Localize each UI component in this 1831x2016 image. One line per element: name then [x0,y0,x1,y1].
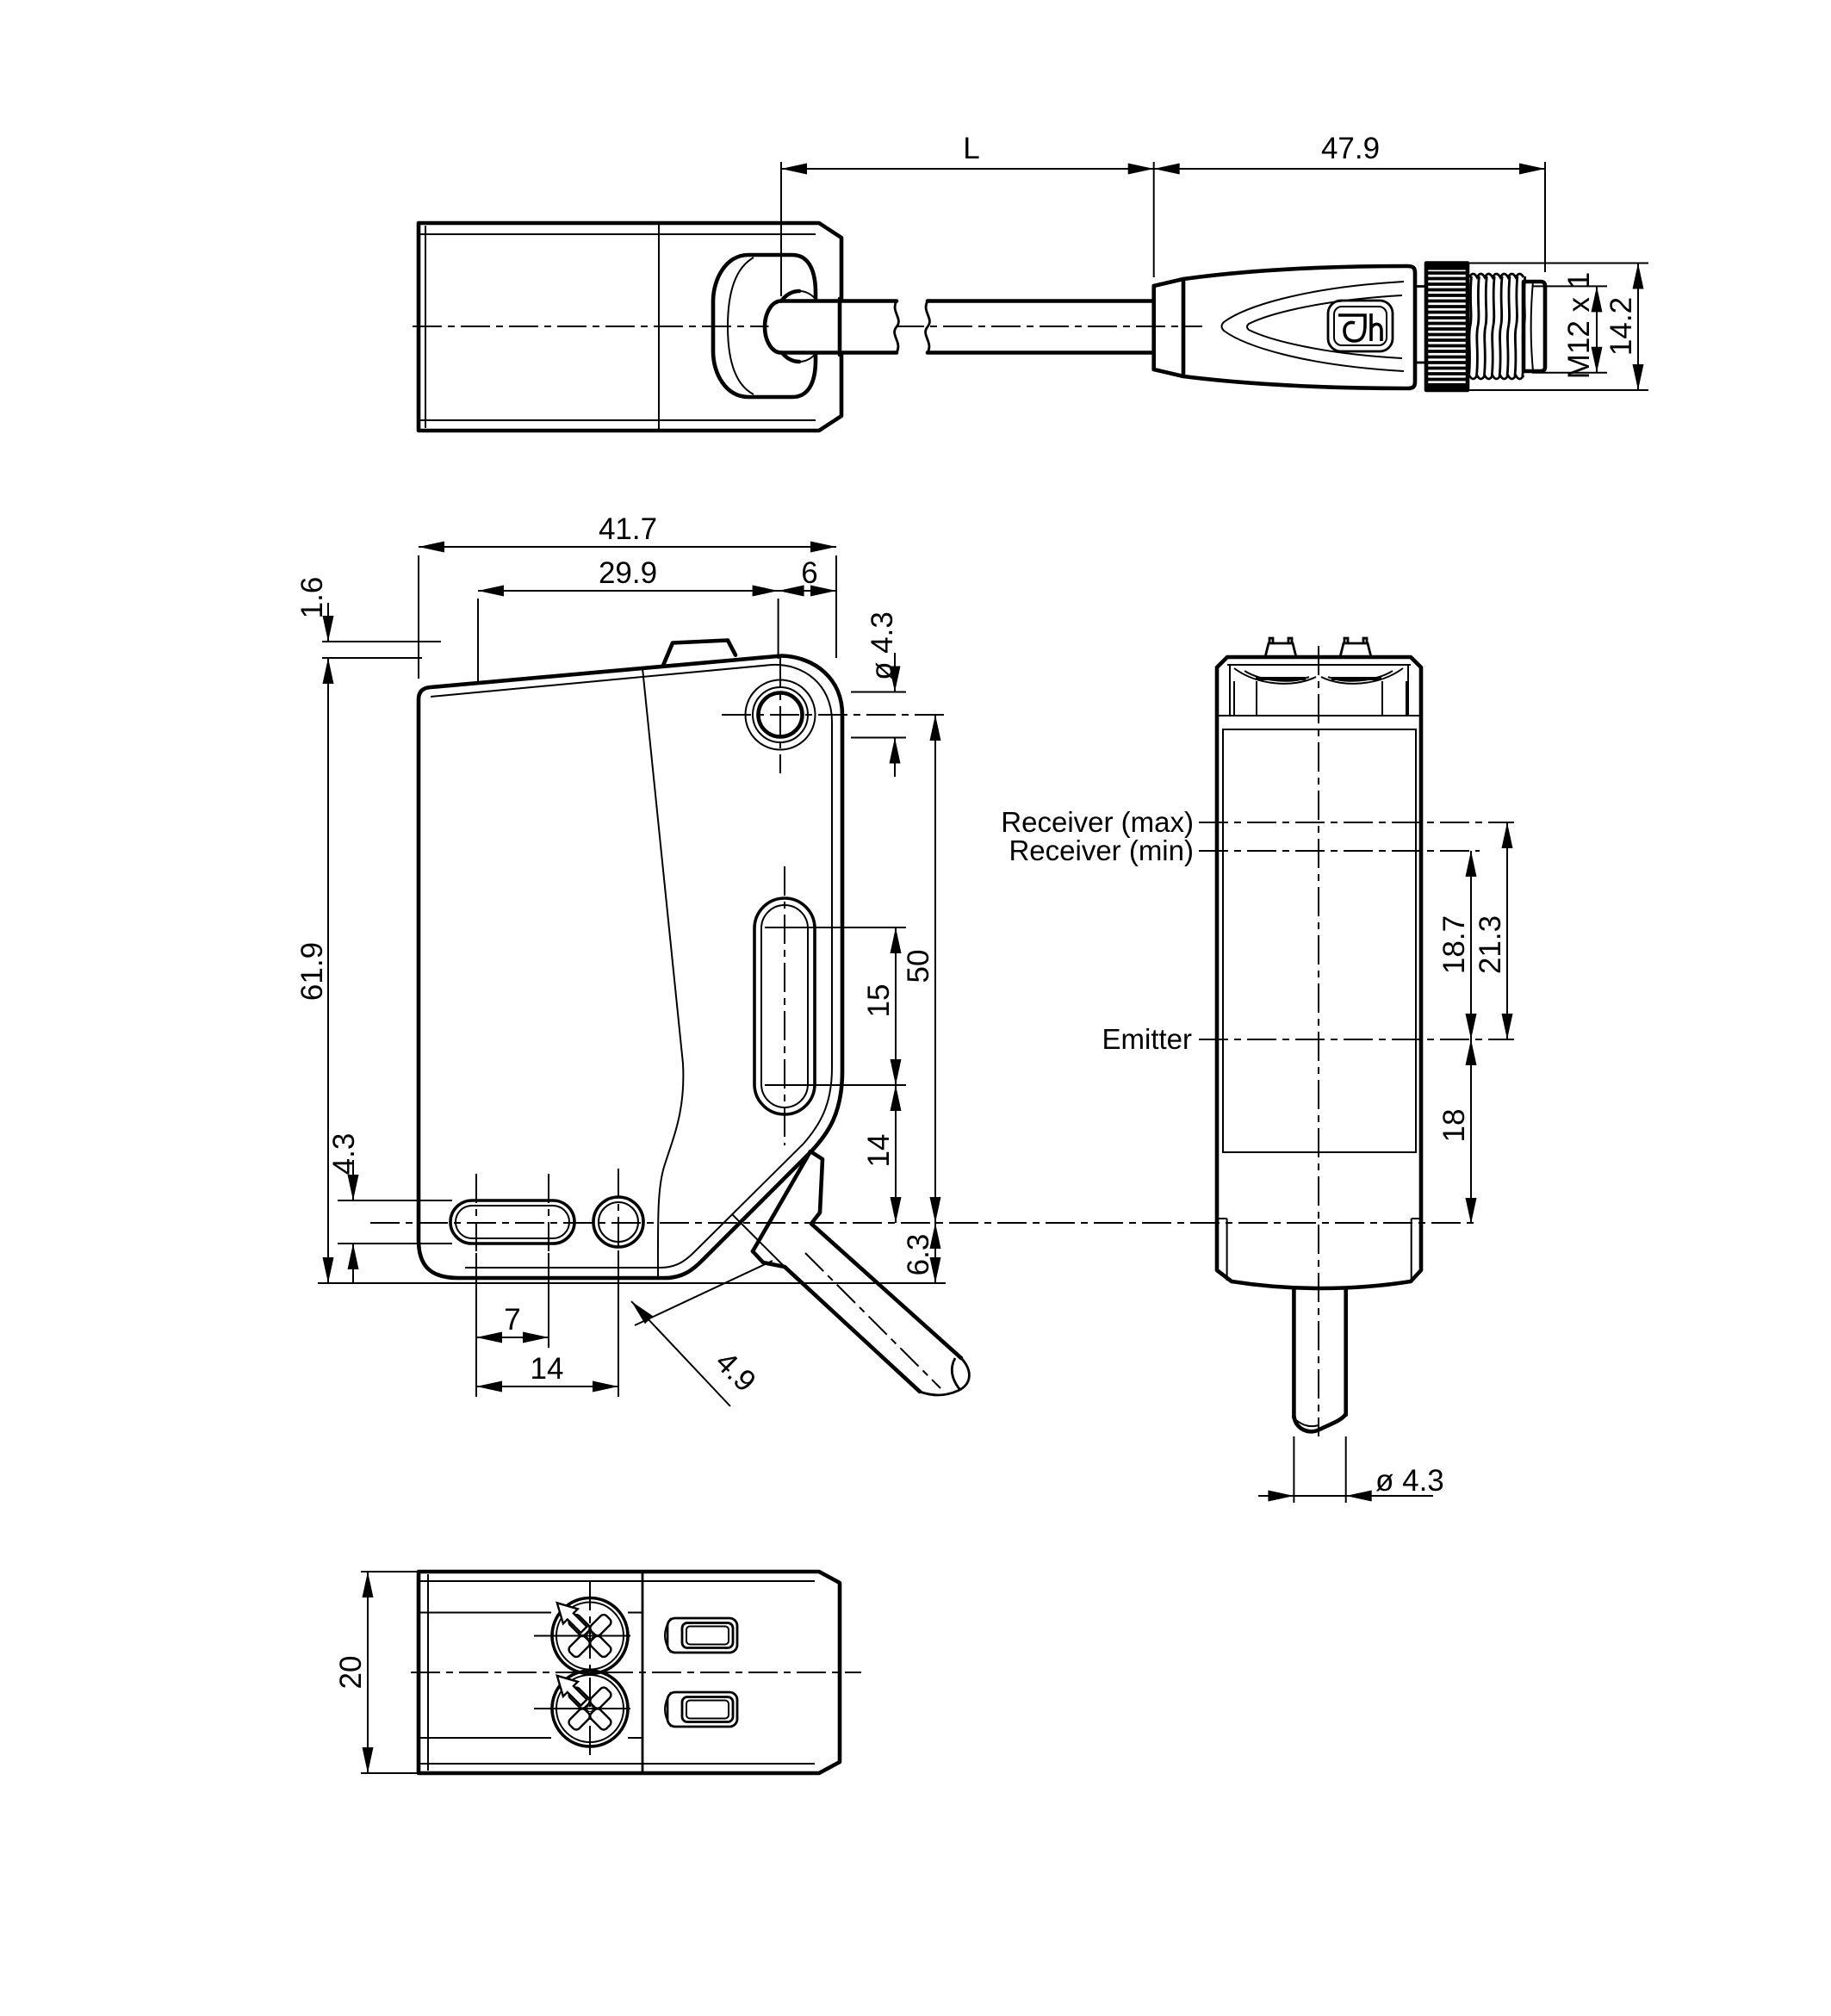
svg-text:6: 6 [801,556,817,590]
svg-text:20: 20 [334,1656,368,1690]
svg-text:47.9: 47.9 [1321,132,1380,165]
svg-text:ø 4.3: ø 4.3 [1375,1464,1444,1498]
svg-text:29.9: 29.9 [599,556,657,590]
svg-text:L: L [963,132,979,165]
svg-text:4.3: 4.3 [327,1133,361,1175]
svg-text:14: 14 [862,1134,896,1168]
svg-text:41.7: 41.7 [599,512,657,546]
svg-text:14: 14 [531,1352,564,1386]
svg-text:Emitter: Emitter [1102,1023,1192,1055]
svg-text:18.7: 18.7 [1437,915,1471,974]
svg-text:7: 7 [504,1303,520,1337]
svg-text:1.6: 1.6 [295,577,329,619]
svg-text:15: 15 [862,984,896,1018]
svg-text:Receiver (min): Receiver (min) [1009,834,1194,866]
svg-text:18: 18 [1437,1109,1471,1143]
svg-text:14.2: 14.2 [1604,297,1638,356]
svg-text:M12 x 1: M12 x 1 [1562,272,1596,380]
svg-text:Receiver (max): Receiver (max) [1001,806,1194,838]
svg-text:61.9: 61.9 [295,942,329,1001]
svg-text:6.3: 6.3 [902,1234,935,1276]
svg-text:ø 4.3: ø 4.3 [866,611,899,680]
svg-text:21.3: 21.3 [1474,915,1507,974]
svg-text:50: 50 [902,950,935,983]
